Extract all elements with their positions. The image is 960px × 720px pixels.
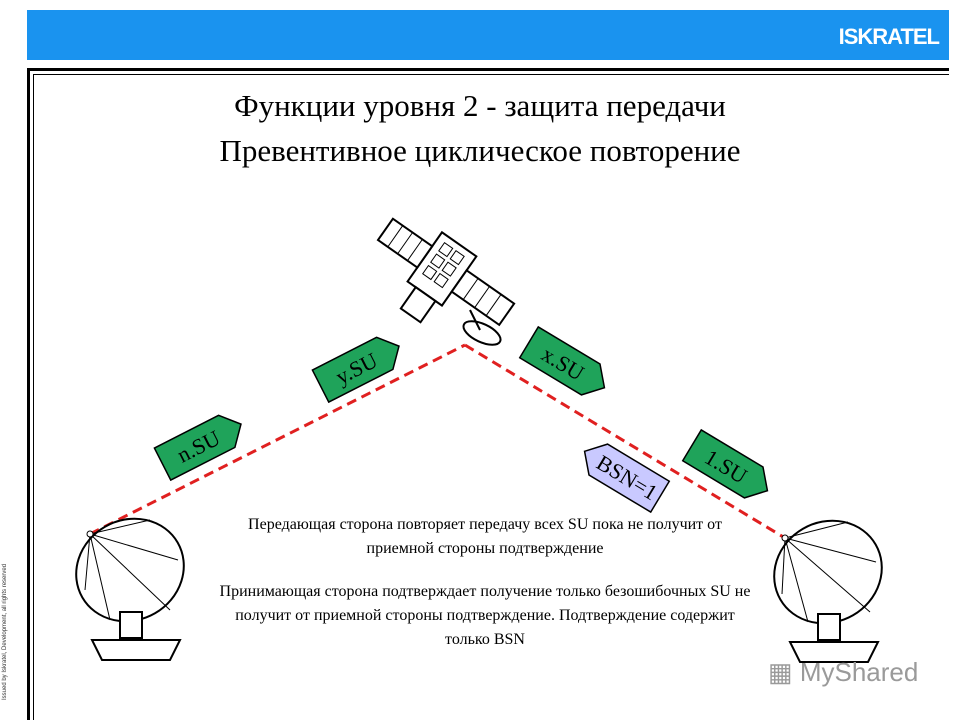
n-su-arrow: n.SU: [153, 414, 242, 482]
link-right: [464, 343, 786, 540]
frame-left-border: [27, 68, 30, 720]
presentation-icon: ▦: [768, 657, 793, 687]
frame-top-inner-border: [33, 74, 949, 75]
one-su-arrow: 1.SU: [681, 428, 769, 499]
satellite-icon: [376, 217, 516, 346]
slide-title-line2: Превентивное циклическое повторение: [219, 133, 741, 168]
right-dish-antenna-icon: [773, 519, 883, 663]
x-su-arrow: x.SU: [518, 325, 606, 396]
bsn-ack-arrow: BSN=1: [583, 443, 671, 514]
frame-left-inner-border: [33, 74, 34, 720]
y-su-arrow: y.SU: [311, 336, 400, 404]
link-left: [89, 343, 466, 536]
slide-title-line1: Функции уровня 2 - защита передачи: [234, 88, 726, 123]
header-bar: ISKRATEL: [27, 10, 949, 60]
myshared-watermark: ▦ MyShared: [768, 657, 918, 688]
watermark-text: MyShared: [799, 657, 919, 687]
frame-top-border: [27, 68, 949, 71]
sender-description: Передающая сторона повторяет передачу вс…: [248, 516, 722, 557]
receiver-description: Принимающая сторона подтверждает получен…: [219, 583, 751, 648]
iskratel-logo: ISKRATEL: [838, 24, 940, 49]
left-dish-antenna-icon: [75, 517, 185, 661]
